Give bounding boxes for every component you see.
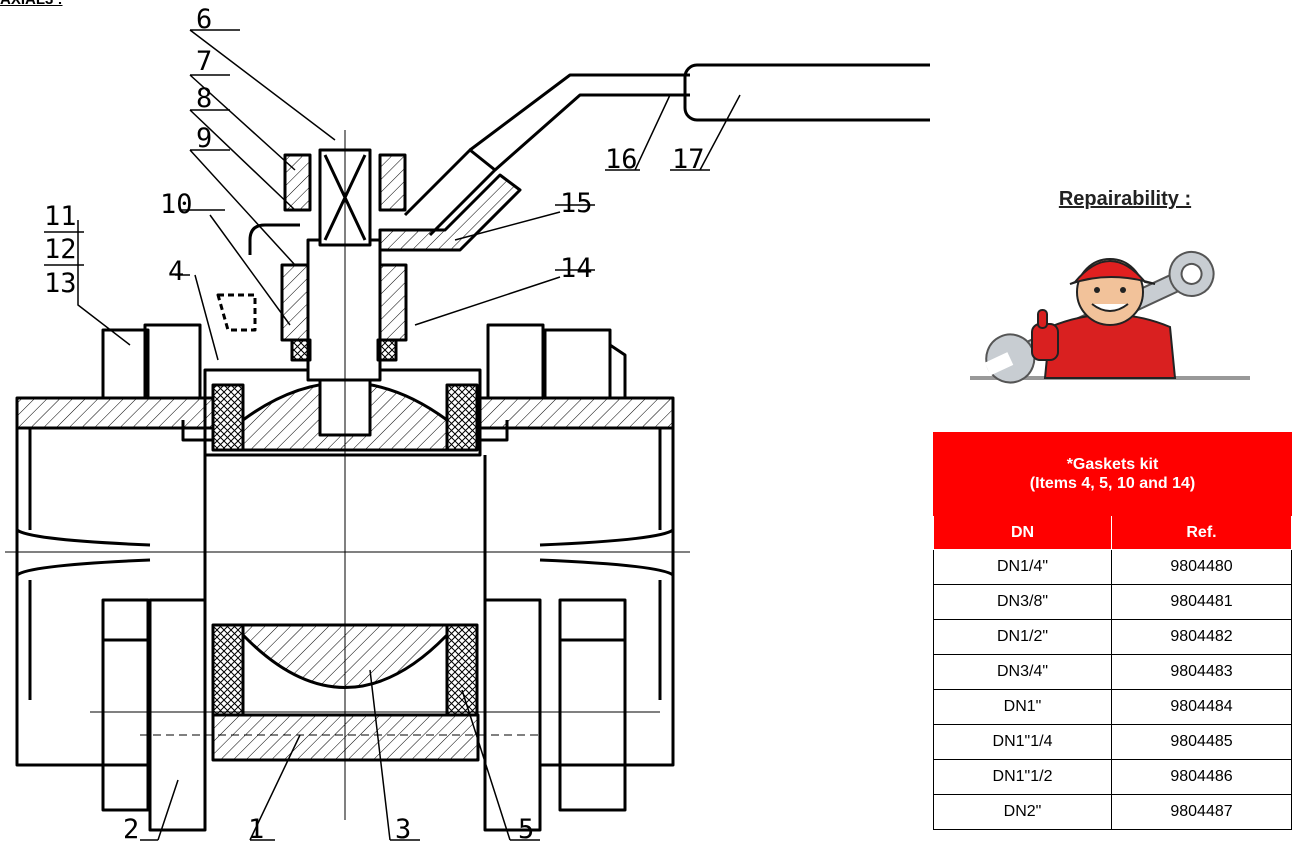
gasket-kit-subtitle: (Items 4, 5, 10 and 14) [1029,475,1196,492]
callout-8: 8 [196,83,212,114]
callout-1: 1 [248,814,264,841]
callout-2: 2 [123,814,139,841]
table-row: DN1"1/2 9804486 [933,759,1292,795]
column-header-dn: DN [933,515,1112,550]
right-end-cap [476,323,675,832]
callout-7: 7 [196,46,212,77]
ref-cell: 9804480 [1111,549,1292,585]
dn-cell: DN3/4" [933,654,1112,690]
table-row: DN1"1/4 9804485 [933,724,1292,760]
table-row: DN2" 9804487 [933,794,1292,830]
gasket-kit-title: *Gaskets kit [1066,456,1159,473]
mechanic-with-wrench-icon [970,250,1250,384]
dn-cell: DN1"1/2 [933,759,1112,795]
dn-cell: DN1" [933,689,1112,725]
callout-10: 10 [160,189,193,220]
handle [378,63,930,252]
callout-11: 11 [44,201,77,232]
repairability-title: Repairability : [1058,188,1192,210]
table-row: DN3/4" 9804483 [933,654,1292,690]
gasket-kit-header: *Gaskets kit (Items 4, 5, 10 and 14) [933,432,1292,516]
leader-lines [77,29,741,841]
dn-cell: DN1/2" [933,619,1112,655]
callout-13: 13 [44,268,77,299]
dn-cell: DN2" [933,794,1112,830]
dn-cell: DN1/4" [933,549,1112,585]
gasket-kit-table: *Gaskets kit (Items 4, 5, 10 and 14) DN … [933,432,1292,830]
callout-16: 16 [605,144,638,175]
callout-3: 3 [395,814,411,841]
ref-cell: 9804485 [1111,724,1292,760]
ref-cell: 9804483 [1111,654,1292,690]
table-row: DN1" 9804484 [933,689,1292,725]
callout-6: 6 [196,4,212,35]
ref-cell: 9804481 [1111,584,1292,620]
left-end-cap [15,323,215,832]
callout-5: 5 [518,814,534,841]
callout-9: 9 [196,123,212,154]
page-label: AXIAL3 : [0,0,63,8]
table-row: DN1/4" 9804480 [933,549,1292,585]
callout-15: 15 [560,188,593,219]
table-row: DN3/8" 9804481 [933,584,1292,620]
ball-valve-drawing: 2 1 3 5 6 7 8 9 10 11 12 13 4 15 14 16 1… [5,4,930,841]
callout-14: 14 [560,253,593,284]
ref-cell: 9804484 [1111,689,1292,725]
dn-cell: DN3/8" [933,584,1112,620]
seats [211,383,479,717]
callout-12: 12 [44,234,77,265]
callout-4: 4 [168,256,184,287]
ref-cell: 9804482 [1111,619,1292,655]
dn-cell: DN1"1/4 [933,724,1112,760]
column-header-ref: Ref. [1111,515,1292,550]
callout-17: 17 [672,144,705,175]
table-row: DN1/2" 9804482 [933,619,1292,655]
ref-cell: 9804487 [1111,794,1292,830]
ref-cell: 9804486 [1111,759,1292,795]
